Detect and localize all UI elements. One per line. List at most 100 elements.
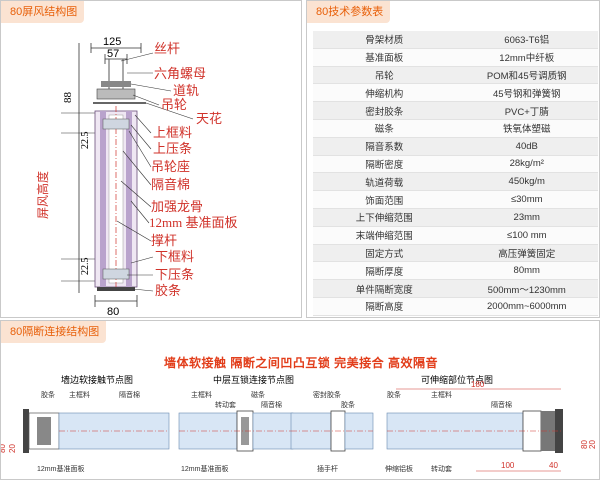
- diagram1-label-panel: 12mm基准面板: [37, 464, 84, 473]
- diagram4-label-plate: 伸缩铝板: [385, 464, 413, 473]
- label-wheel-seat: 吊轮座: [151, 159, 190, 174]
- rail: [101, 81, 131, 87]
- label-base-panel: 12mm 基准面板: [149, 215, 237, 230]
- param-value: 500mm～1230mm: [455, 279, 598, 298]
- diagram3-label-rod: 插手杆: [317, 464, 338, 473]
- param-name: 隔断高度: [313, 297, 456, 316]
- dim-top-inner: 57: [107, 48, 119, 60]
- label-keel: 加强龙骨: [151, 199, 203, 214]
- label-top-frame: 上框料: [153, 125, 192, 140]
- diagram4-dim-20: 20: [588, 440, 597, 449]
- dim-height-label: 屏风高度: [35, 171, 50, 219]
- param-name: 骨架材质: [313, 31, 456, 49]
- diagram2-label-frame: 主框料: [191, 390, 212, 399]
- param-value: ≤100 mm: [455, 226, 598, 245]
- param-value: 28kg/m²: [455, 155, 598, 174]
- label-bottom-frame: 下框料: [155, 249, 194, 264]
- param-value: 6063-T6铝: [455, 31, 598, 49]
- param-name: 轨道荷载: [313, 172, 456, 192]
- param-name: 饰面范围: [313, 190, 456, 209]
- diagram4-label-cotton: 隔音棉: [491, 400, 512, 409]
- diagram4-dim-80: 80: [580, 440, 589, 449]
- diagram2-label-sleeve: 转动套: [215, 400, 236, 409]
- param-name: 密封胶条: [313, 101, 456, 120]
- label-hex-nut: 六角螺母: [154, 66, 206, 81]
- param-name: 隔音系数: [313, 137, 456, 156]
- connection-panel: 80隔断连接结构图 墙体软接触 隔断之间凹凸互锁 完美接合 高效隔音 墙边软接触…: [0, 320, 600, 480]
- params-row: 饰面范围≤30mm: [313, 190, 598, 209]
- diagram1-title: 墙边软接触节点图: [61, 374, 133, 385]
- param-value: 23mm: [455, 208, 598, 227]
- dim-top-left: 88: [62, 92, 74, 104]
- param-value: 铁氧体塑磁: [455, 119, 598, 138]
- diagram4-dim-100: 100: [501, 461, 515, 470]
- param-name: 隔断厚度: [313, 261, 456, 281]
- params-row: 固定方式高压弹簧固定: [313, 244, 598, 263]
- structure-drawing: 125 57 88 22.5 屏风高度 22.5 80: [35, 36, 237, 318]
- label-sound-cotton: 隔音棉: [151, 177, 190, 192]
- diagram2-title: 中层互锁连接节点图: [213, 374, 294, 385]
- param-value: 12mm中纤板: [455, 48, 598, 67]
- param-name: 上下伸缩范围: [313, 208, 456, 227]
- diagram4-title: 可伸缩部位节点图: [421, 374, 493, 385]
- dim-mid-lower: 22.5: [80, 258, 91, 276]
- params-section-title: 80技术参数表: [307, 1, 391, 23]
- dim-mid-upper: 22.5: [80, 132, 91, 150]
- param-name: 固定方式: [313, 244, 456, 263]
- label-rail: 道轨: [173, 83, 199, 98]
- diagram4-label-frame: 主框料: [431, 390, 452, 399]
- structure-section-title: 80屏风结构图: [1, 1, 85, 23]
- param-value: 45号钢和弹簧钢: [455, 83, 598, 103]
- diagram4-label-rubber: 胶条: [387, 390, 401, 399]
- dim-bottom: 80: [107, 306, 119, 317]
- diagram2-label-panel: 12mm基准面板: [181, 464, 228, 473]
- diagram4-label-sleeve: 转动套: [431, 464, 452, 473]
- param-value: ≤30mm: [455, 190, 598, 209]
- param-value: 40dB: [455, 137, 598, 156]
- label-wheel: 吊轮: [161, 97, 187, 112]
- label-rubber-strip: 胶条: [155, 283, 181, 298]
- param-value: 80mm: [455, 261, 598, 281]
- param-name: 隔断密度: [313, 155, 456, 174]
- label-ceiling: 天花: [196, 111, 222, 126]
- param-name: 伸缩机构: [313, 83, 456, 103]
- diagram3-label-rubber: 胶条: [341, 400, 355, 409]
- diagram4-dim-180: 180: [471, 380, 485, 389]
- diagram2-label-magnet: 磁条: [251, 390, 265, 399]
- connection-section-title: 80隔断连接结构图: [1, 321, 107, 343]
- params-row: 末端伸缩范围≤100 mm: [313, 226, 598, 245]
- param-value: 450kg/m: [455, 172, 598, 192]
- param-name: 单件隔断宽度: [313, 279, 456, 298]
- param-value: PVC+丁腈: [455, 101, 598, 120]
- diagram1-dim-20: 20: [8, 444, 17, 453]
- diagram4-dim-40: 40: [549, 461, 558, 470]
- hanger-wheel: [96, 88, 136, 100]
- diagram1-label-cotton: 隔音棉: [119, 390, 140, 399]
- param-value: 2000mm~6000mm: [455, 297, 598, 316]
- dim-top-outer: 125: [103, 36, 121, 48]
- connection-slogan: 墙体软接触 隔断之间凹凸互锁 完美接合 高效隔音: [163, 356, 438, 370]
- diagram2-label-cotton: 隔音棉: [261, 400, 282, 409]
- label-brace: 撑杆: [151, 233, 177, 248]
- param-name: 磁条: [313, 119, 456, 138]
- param-name: 基准面板: [313, 48, 456, 67]
- diagram3-label-seal: 密封胶条: [313, 390, 341, 399]
- label-bottom-strip: 下压条: [155, 267, 194, 282]
- param-value: 高压弹簧固定: [455, 244, 598, 263]
- label-top-strip: 上压条: [153, 141, 192, 156]
- params-row: 磁条铁氧体塑磁: [313, 119, 598, 138]
- structure-diagram-panel: 80屏风结构图 125 57 88 22.5 屏风高度 22.5: [0, 0, 302, 318]
- param-value: POM和45号调质钢: [455, 66, 598, 85]
